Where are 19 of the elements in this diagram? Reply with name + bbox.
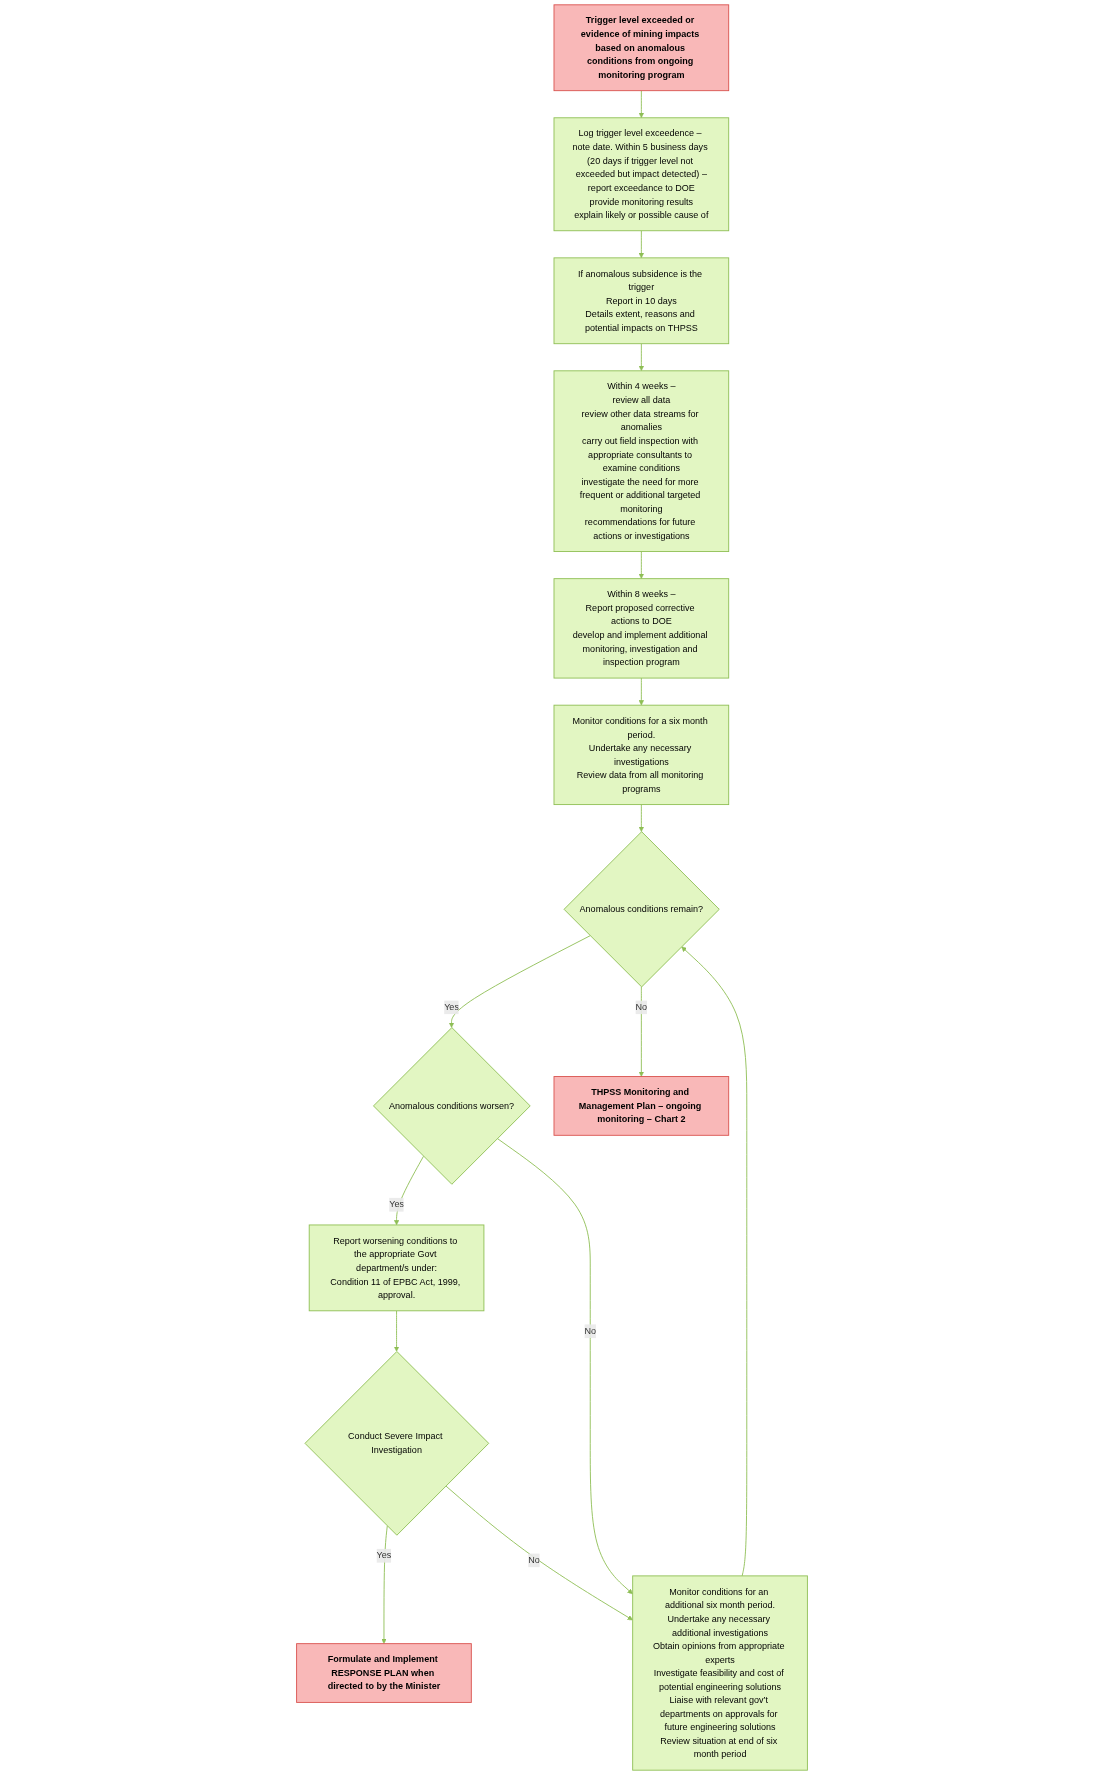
- node-box: Within 8 weeks – Report proposed corrective actions to DOE develop and implement additional monitoring, investigation and inspection program: [553, 578, 730, 679]
- node-box: Log trigger level exceedence – note date. Within 5 business days (20 days if trigger level not exceeded but impact detected) – report exceedance to DOE provide monitoring results explain likely or possible cause of: [553, 117, 730, 232]
- node-box: Monitor conditions for an additional six month period. Undertake any necessary additional investigations Obtain opinions from appropriate experts Investigate feasibility and cost of potential engineering solutions Liaise with relevant gov’t departments on approvals for future engineering solutions Review situation at end of six month period: [632, 1575, 808, 1771]
- node-box: Report worsening conditions to the appropriate Govt department/s under: Condition 11 of EPBC Act, 1999, approval.: [308, 1224, 485, 1312]
- node-box: Monitor conditions for a six month period. Undertake any necessary investigations Review data from all monitoring programs: [553, 704, 730, 806]
- edge-label: Yes: [376, 1549, 392, 1561]
- node-box: THPSS Monitoring and Management Plan – ongoing monitoring – Chart 2: [553, 1076, 730, 1136]
- node-diamond: Conduct Severe Impact Investigation: [304, 1351, 490, 1536]
- edge-label: Yes: [444, 1001, 459, 1012]
- node-box: If anomalous subsidence is the trigger Report in 10 days Details extent, reasons and potential impacts on THPSS: [553, 257, 730, 345]
- edge-label: Yes: [389, 1199, 404, 1210]
- node-box: Formulate and Implement RESPONSE PLAN when directed to by the Minister: [296, 1643, 472, 1703]
- edge-label: No: [528, 1554, 540, 1565]
- node-diamond: Anomalous conditions remain?: [563, 831, 720, 988]
- node-diamond: Anomalous conditions worsen?: [373, 1027, 531, 1185]
- edge-label: No: [584, 1325, 597, 1336]
- node-box: Within 4 weeks – review all data review other data streams for anomalies carry out field inspection with appropriate consultants to examine conditions investigate the need for more frequent or additional targeted monitoring recommendations for future actions or investigations: [553, 370, 730, 552]
- edge-label: No: [635, 1001, 648, 1012]
- node-box: Trigger level exceeded or evidence of mining impacts based on anomalous conditions from ongoing monitoring program: [553, 4, 730, 92]
